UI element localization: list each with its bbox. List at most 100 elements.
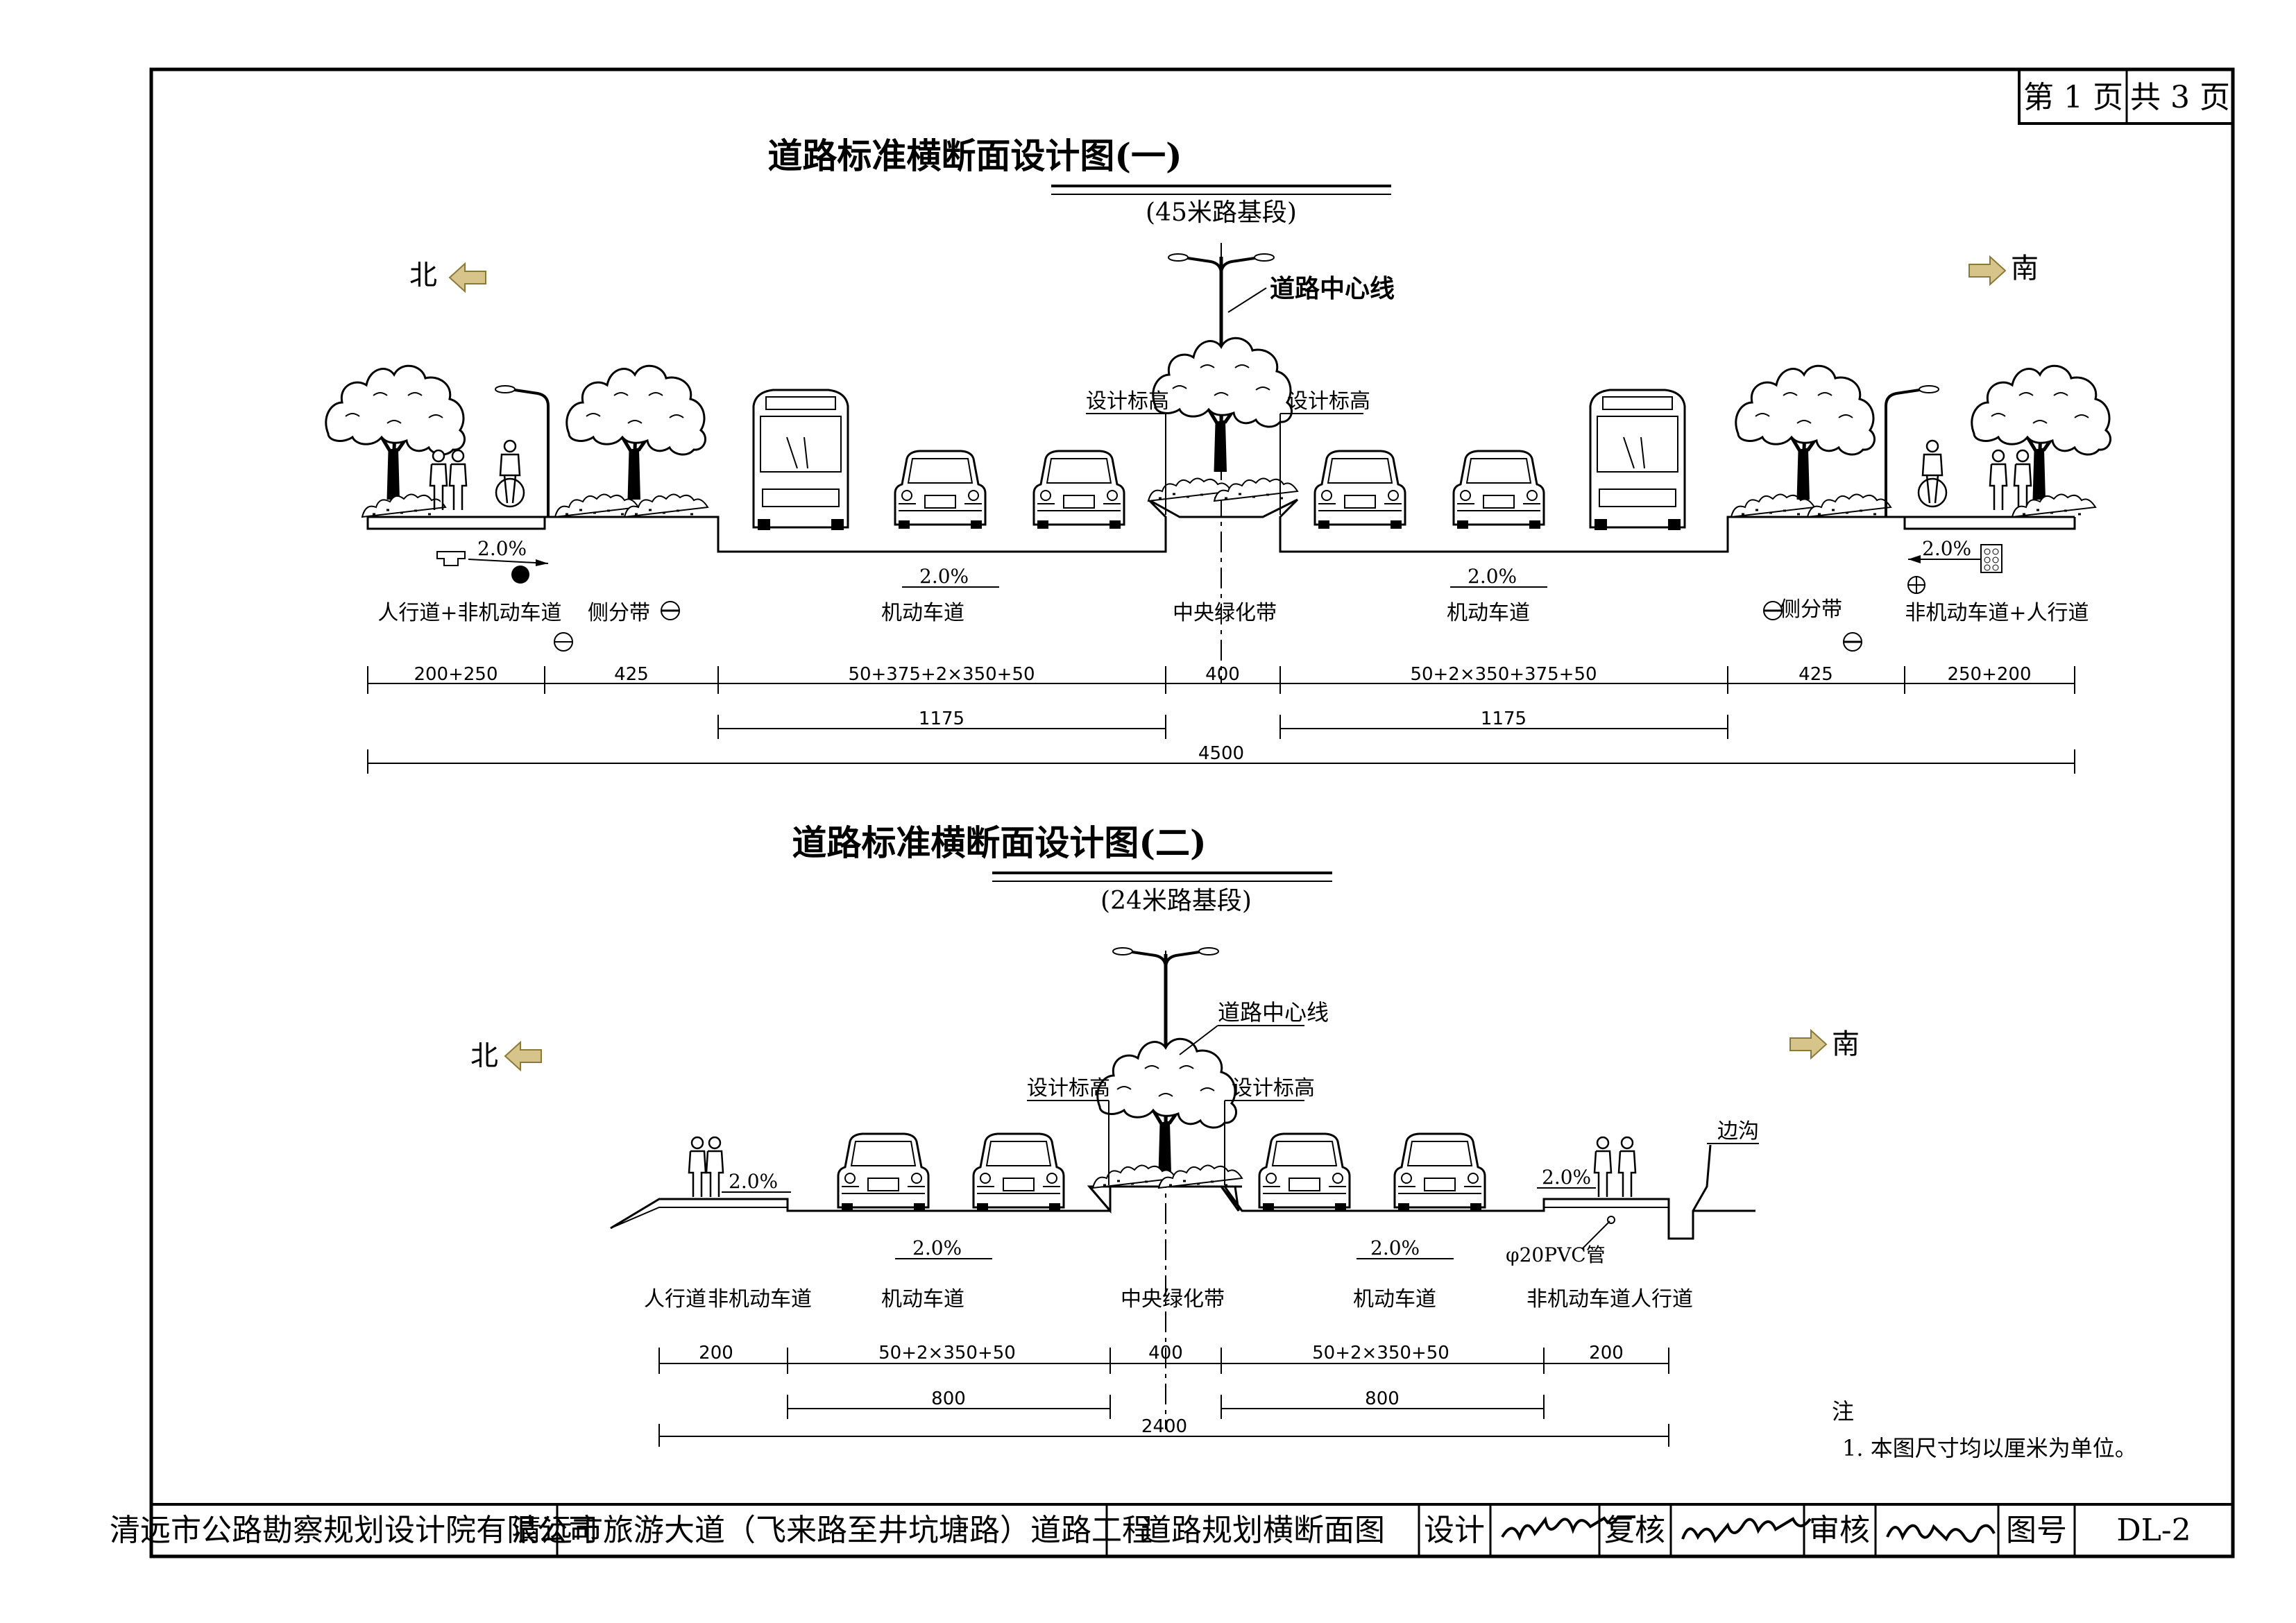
note-item: 1. 本图尺寸均以厘米为单位。 (1842, 1435, 2137, 1461)
slope-markers: 2.0% 2.0% 2.0% 2.0% (436, 537, 2002, 652)
ditch-label: 边沟 (1717, 1119, 1759, 1144)
zone-labels: 人行道+非机动车道 侧分带 机动车道 中央绿化带 机动车道 侧分带 非机动车道+… (377, 597, 2089, 625)
pipe-label: φ20PVC管 (1506, 1243, 1606, 1266)
slope-label: 2.0% (1468, 565, 1517, 588)
approver-signature (1886, 1524, 1996, 1543)
dimension-value: 400 (1205, 664, 1240, 685)
signal-box-icon (1980, 544, 2002, 573)
south-label: 南 (1832, 1028, 1860, 1060)
slope-label: 2.0% (1922, 537, 1971, 560)
page-number-box: 第 1 页 共 3 页 (2018, 68, 2234, 125)
dimension-value: 800 (1365, 1388, 1400, 1409)
section-2-subtitle: (24米路基段) (1100, 887, 1252, 915)
zone-label: 人行道+非机动车道 (377, 601, 561, 625)
inlet-icon (436, 551, 466, 566)
zone-labels: 人行道 非机动车道 机动车道 中央绿化带 机动车道 非机动车道人行道 (644, 1287, 1693, 1311)
design-elev-right-label: 设计标高 (1232, 1076, 1315, 1101)
south-arrow-icon (1789, 1030, 1827, 1059)
right-car-2-icon (1393, 1132, 1486, 1213)
slope-label: 2.0% (912, 1237, 962, 1259)
right-car-2-icon (1452, 450, 1545, 530)
section-1-title: 道路标准横断面设计图(一) (767, 135, 1182, 176)
notes-heading: 注 (1832, 1398, 1854, 1425)
zone-label: 机动车道 (881, 1287, 964, 1311)
sheet-frame (149, 67, 2235, 1558)
left-car-2-icon (1032, 450, 1125, 530)
left-car-1-icon (894, 450, 987, 530)
dimension-value: 400 (1148, 1343, 1183, 1363)
zone-label: 非机动车道 (708, 1287, 812, 1311)
zone-label: 中央绿化带 (1121, 1287, 1225, 1311)
dimension-value: 800 (931, 1388, 966, 1409)
dimension-value: 200 (699, 1343, 733, 1363)
left-car-1-icon (837, 1132, 930, 1213)
drawing-name: 道路规划横断面图 (1141, 1513, 1385, 1548)
right-cyclist-icon (1917, 439, 1948, 508)
north-arrow-icon (449, 263, 486, 292)
left-lamp-icon (494, 384, 550, 518)
south-label: 南 (2011, 253, 2039, 284)
section-2-title: 道路标准横断面设计图(二) (792, 822, 1206, 863)
dimension-value: 50+2×350+375+50 (1410, 664, 1597, 685)
section-1-cross-section: 道路标准横断面设计图(一) (45米路基段) 北 南 道路中心线 设计标高 设计… (326, 135, 2111, 774)
right-tree-2-icon (1972, 366, 2111, 500)
dimension-value: 50+2×350+50 (878, 1343, 1016, 1363)
dimension-values: 200 50+2×350+50 400 50+2×350+50 200 800 … (699, 1343, 1624, 1437)
pipe-icon (1607, 1216, 1615, 1224)
design-label: 设计 (1424, 1513, 1485, 1548)
zone-label: 中央绿化带 (1173, 601, 1277, 625)
utility-symbol-icon (511, 566, 529, 584)
right-pedestrian-1-icon (1989, 449, 2008, 511)
company-name: 清远市公路勘察规划设计院有限公司 (110, 1513, 598, 1548)
dimension-total: 4500 (1198, 743, 1244, 764)
right-car-1-icon (1258, 1132, 1351, 1213)
dimension-total: 2400 (1141, 1416, 1187, 1437)
dimension-value: 425 (1798, 664, 1833, 685)
design-elev-left-label: 设计标高 (1086, 389, 1169, 414)
north-label: 北 (470, 1040, 498, 1072)
zone-label: 机动车道 (881, 601, 964, 625)
project-name: 清远市旅游大道（飞来路至井坑塘路）道路工程 (511, 1513, 1153, 1548)
notes: 注 1. 本图尺寸均以厘米为单位。 (1832, 1398, 2137, 1461)
zone-label: 人行道 (644, 1287, 706, 1311)
road-profile-line (366, 498, 2076, 553)
slope-markers: 2.0% 2.0% 2.0% 2.0% (722, 1166, 1596, 1259)
total-pages-label: 共 3 页 (2130, 80, 2230, 115)
left-pedestrian-2-icon (448, 449, 468, 511)
north-arrow-icon (504, 1042, 542, 1071)
slope-label: 2.0% (1370, 1237, 1420, 1259)
dimension-value: 50+2×350+50 (1312, 1343, 1449, 1363)
approve-label: 审核 (1809, 1513, 1870, 1548)
dimension-value: 200 (1589, 1343, 1624, 1363)
title-block: 清远市公路勘察规划设计院有限公司 清远市旅游大道（飞来路至井坑塘路）道路工程 道… (110, 1503, 2233, 1556)
section-2-cross-section: 道路标准横断面设计图(二) (24米路基段) 北 南 道路中心线 设计标高 设计… (470, 822, 1860, 1447)
zone-label: 机动车道 (1353, 1287, 1436, 1311)
left-tree-2-icon (567, 366, 706, 500)
reviewer-signature (1681, 1517, 1812, 1544)
slope-label: 2.0% (729, 1170, 778, 1193)
right-bus-icon (1589, 389, 1686, 532)
north-label: 北 (409, 260, 437, 291)
designer-signature (1501, 1515, 1635, 1541)
left-bus-icon (752, 389, 849, 532)
median-tree-icon (1098, 1039, 1236, 1173)
south-arrow-icon (1968, 256, 2006, 285)
page-label: 第 1 页 (2023, 80, 2123, 115)
slope-label: 2.0% (1542, 1166, 1591, 1189)
left-cyclist-icon (495, 439, 525, 508)
right-pedestrian-1-icon (1593, 1136, 1613, 1198)
dimension-value: 250+200 (1947, 664, 2031, 685)
dimension-value: 1175 (919, 708, 964, 729)
zone-label: 非机动车道+人行道 (1905, 601, 2089, 625)
left-car-2-icon (972, 1132, 1065, 1213)
dimension-value: 50+375+2×350+50 (848, 664, 1035, 685)
zone-label: 侧分带 (588, 601, 650, 625)
median-tree-icon (1153, 338, 1292, 472)
zone-label: 机动车道 (1447, 601, 1530, 625)
dimension-values: 200+250 425 50+375+2×350+50 400 50+2×350… (414, 664, 2031, 764)
right-pedestrian-2-icon (1617, 1136, 1637, 1198)
review-label: 复核 (1604, 1513, 1665, 1548)
zone-label: 侧分带 (1780, 597, 1842, 622)
drawing-no-label: 图号 (2006, 1513, 2067, 1548)
